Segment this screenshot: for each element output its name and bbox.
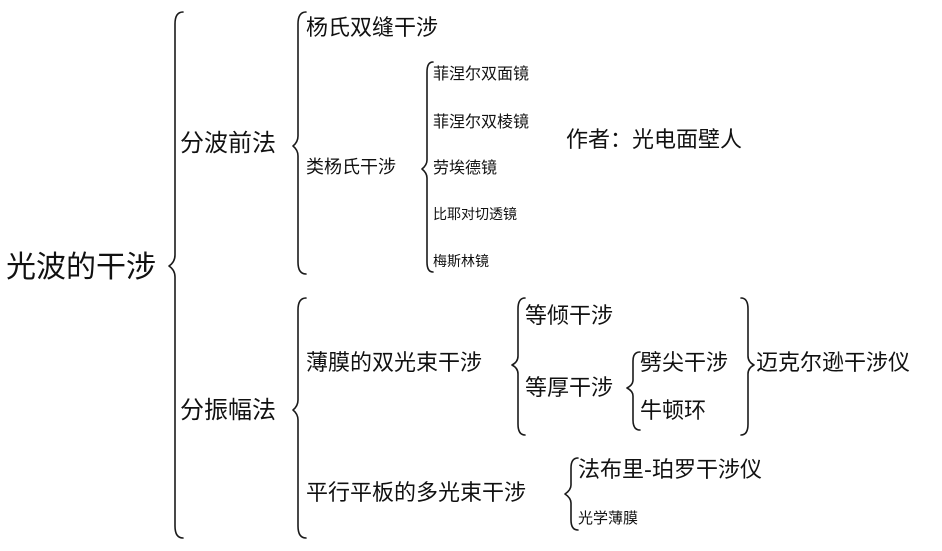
amplitude-brace	[292, 297, 307, 539]
multi-beam-item: 法布里-珀罗干涉仪	[578, 458, 762, 483]
wavefront-division-label: 分波前法	[180, 129, 276, 157]
young-like-item: 梅斯林镜	[433, 254, 489, 270]
michelson-interferometer-label: 迈克尔逊干涉仪	[756, 351, 911, 376]
thin-film-label: 薄膜的双光束干涉	[306, 351, 483, 376]
multi-beam-item: 光学薄膜	[578, 509, 639, 527]
equal-thickness-brace	[626, 351, 641, 431]
young-like-brace	[421, 61, 434, 273]
young-like-item: 劳埃德镜	[433, 158, 498, 177]
multi-beam-brace	[564, 457, 579, 531]
author-credit: 作者：光电面壁人	[566, 128, 743, 153]
equal-thickness-item: 牛顿环	[640, 399, 707, 424]
young-like-item: 菲涅尔双面镜	[433, 64, 530, 83]
wavefront-brace	[292, 11, 307, 275]
equal-inclination-label: 等倾干涉	[525, 304, 614, 329]
equal-thickness-item: 劈尖干涉	[640, 351, 729, 376]
root-label: 光波的干涉	[6, 250, 156, 285]
root-brace	[168, 11, 184, 539]
amplitude-division-label: 分振幅法	[180, 396, 276, 424]
young-like-label: 类杨氏干涉	[306, 157, 396, 178]
equal-thickness-label: 等厚干涉	[525, 376, 614, 401]
multi-beam-label: 平行平板的多光束干涉	[306, 481, 527, 506]
young-double-slit-label: 杨氏双缝干涉	[306, 16, 439, 41]
young-like-item: 菲涅尔双棱镜	[433, 112, 530, 131]
young-like-item: 比耶对切透镜	[433, 207, 517, 223]
michelson-brace	[740, 297, 755, 436]
thin-film-brace	[511, 297, 526, 436]
